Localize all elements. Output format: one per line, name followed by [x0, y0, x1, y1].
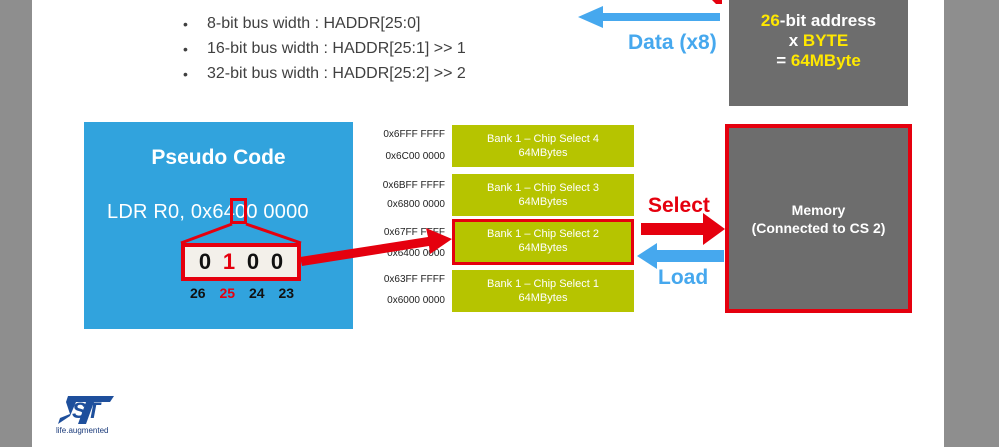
- bank-2-addr-high: 0x67FF FFFF: [383, 227, 445, 238]
- bank-1-addr-high: 0x63FF FFFF: [383, 274, 445, 285]
- bullet-text: 32-bit bus width : HADDR[25:2] >> 2: [207, 64, 466, 82]
- bank-name: Bank 1 – Chip Select 3: [487, 182, 599, 194]
- select-arrow: [641, 213, 725, 245]
- bank-chip-select-1: Bank 1 – Chip Select 1 64MBytes: [452, 270, 634, 312]
- bit-index-24: 24: [248, 285, 265, 301]
- bit-index-row: 26 25 24 23: [183, 285, 301, 301]
- bit-index-25: 25: [219, 285, 236, 301]
- bit-23: 0: [270, 249, 284, 274]
- bit-24: 0: [246, 249, 260, 274]
- digit-highlight-box: [230, 198, 247, 224]
- memory-title: Memory: [791, 201, 846, 218]
- bit-index-23: 23: [278, 285, 295, 301]
- select-label: Select: [648, 194, 710, 217]
- bank-3-addr-high: 0x6BFF FFFF: [382, 180, 445, 191]
- bullet-dot: •: [183, 40, 188, 57]
- bank-size: 64MBytes: [518, 242, 568, 254]
- bullet-text: 16-bit bus width : HADDR[25:1] >> 1: [207, 39, 466, 57]
- bit-26: 0: [198, 249, 212, 274]
- address-bits: 26: [760, 11, 780, 30]
- bank-4-addr-high: 0x6FFF FFFF: [383, 129, 445, 140]
- memory-subtitle: (Connected to CS 2): [751, 219, 886, 236]
- bank-chip-select-2: Bank 1 – Chip Select 2 64MBytes: [452, 219, 634, 265]
- bit-25: 1: [222, 249, 236, 274]
- address-line-2: x BYTE: [729, 31, 908, 51]
- data-arrow: [578, 6, 720, 28]
- highlight-connector: [180, 222, 233, 245]
- load-arrow: [637, 243, 724, 269]
- bullet-dot: •: [183, 15, 188, 32]
- highlight-connector-right: [245, 222, 302, 245]
- capacity-label: 64MByte: [790, 51, 861, 70]
- bus-width-list: • 8-bit bus width : HADDR[25:0] • 16-bit b…: [183, 11, 466, 86]
- bullet-dot: •: [183, 65, 188, 82]
- bullet-item: • 8-bit bus width : HADDR[25:0]: [183, 11, 466, 36]
- bank-name: Bank 1 – Chip Select 2: [487, 228, 599, 240]
- bank-3-addr-low: 0x6800 0000: [387, 199, 445, 210]
- bank-size: 64MBytes: [518, 196, 568, 208]
- address-line-1: 26-bit address: [729, 11, 908, 31]
- byte-label: BYTE: [802, 31, 849, 50]
- bank-chip-select-4: Bank 1 – Chip Select 4 64MBytes: [452, 125, 634, 167]
- pseudo-code-panel: Pseudo Code LDR R0, 0x6400 0000: [84, 122, 353, 329]
- pseudo-code-instruction: LDR R0, 0x6400 0000: [107, 201, 309, 223]
- bank-4-addr-low: 0x6C00 0000: [385, 151, 446, 162]
- bullet-item: • 16-bit bus width : HADDR[25:1] >> 1: [183, 36, 466, 61]
- address-info-box: 26-bit address x BYTE = 64MByte: [729, 0, 908, 106]
- pseudo-code-title: Pseudo Code: [151, 146, 286, 169]
- bit-pattern-box: 0 1 0 0: [181, 243, 301, 281]
- st-logo-text: ST: [72, 398, 102, 423]
- st-logo-icon: ST: [58, 396, 114, 424]
- address-line-3: = 64MByte: [729, 51, 908, 71]
- bank-name: Bank 1 – Chip Select 1: [487, 278, 599, 290]
- multiply-sign: x: [788, 31, 803, 50]
- bit-index-26: 26: [189, 285, 206, 301]
- bank-name: Bank 1 – Chip Select 4: [487, 133, 599, 145]
- bullet-item: • 32-bit bus width : HADDR[25:2] >> 2: [183, 61, 466, 86]
- bank-size: 64MBytes: [518, 147, 568, 159]
- bank-size: 64MBytes: [518, 292, 568, 304]
- top-red-edge: [712, 0, 722, 4]
- bank-chip-select-3: Bank 1 – Chip Select 3 64MBytes: [452, 174, 634, 216]
- address-bits-label: -bit address: [779, 11, 877, 30]
- load-label: Load: [658, 266, 709, 289]
- bank-1-addr-low: 0x6000 0000: [387, 295, 445, 306]
- bank-2-addr-low: 0x6400 0000: [387, 248, 445, 259]
- bullet-text: 8-bit bus width : HADDR[25:0]: [207, 14, 421, 32]
- logo-tagline: life.augmented: [56, 426, 109, 435]
- data-width-label: Data (x8): [628, 31, 717, 54]
- equals-sign: =: [776, 51, 791, 70]
- memory-box: Memory (Connected to CS 2): [725, 124, 912, 313]
- bit-to-bank-arrow: [300, 228, 452, 266]
- st-logo: ST: [56, 392, 116, 431]
